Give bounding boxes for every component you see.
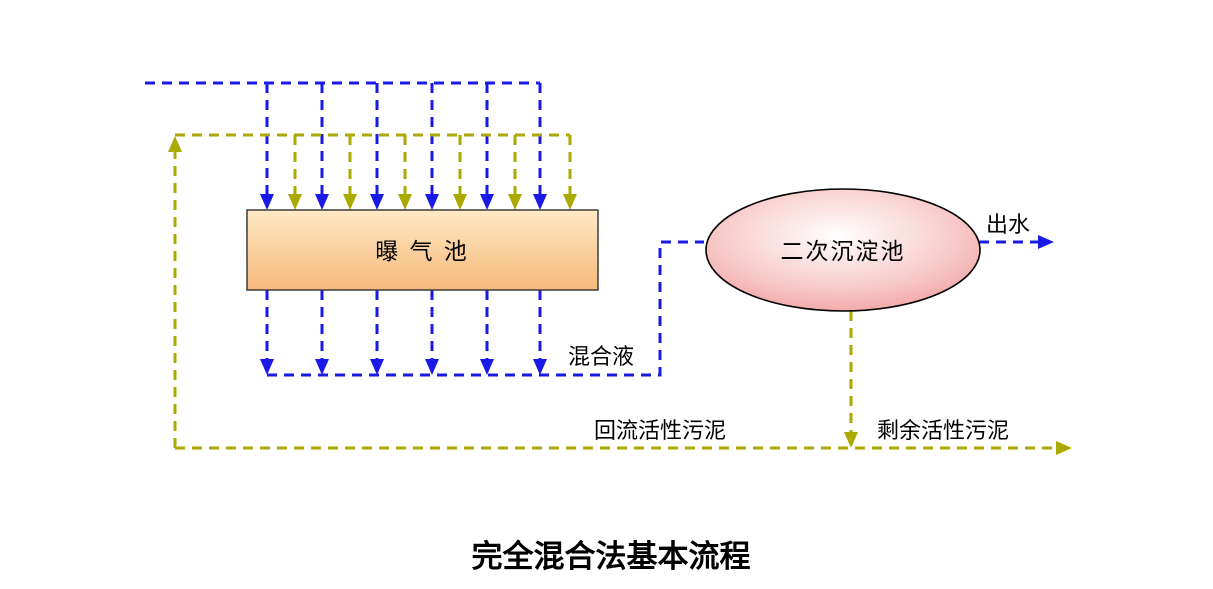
aeration-tank-label: 曝 气 池 bbox=[375, 239, 469, 265]
excess-sludge-label: 剩余活性污泥 bbox=[877, 419, 1009, 444]
influent-flow-lines bbox=[145, 81, 1054, 377]
diagram-title: 完全混合法基本流程 bbox=[472, 539, 751, 575]
aeration-tank-shape bbox=[246, 209, 599, 291]
secondary-clarifier-label: 二次沉淀池 bbox=[781, 239, 906, 265]
aeration-tank-node: 曝 气 池 bbox=[246, 209, 599, 291]
sludge-flow-lines bbox=[168, 133, 1072, 455]
secondary-clarifier-node: 二次沉淀池 bbox=[705, 188, 981, 312]
effluent-label: 出水 bbox=[986, 213, 1030, 238]
secondary-clarifier-shape bbox=[705, 188, 981, 312]
mixed-liquor-label: 混合液 bbox=[568, 345, 634, 370]
mixed-liquor-transfer-line bbox=[267, 240, 704, 377]
return-sludge-label: 回流活性污泥 bbox=[594, 419, 726, 444]
